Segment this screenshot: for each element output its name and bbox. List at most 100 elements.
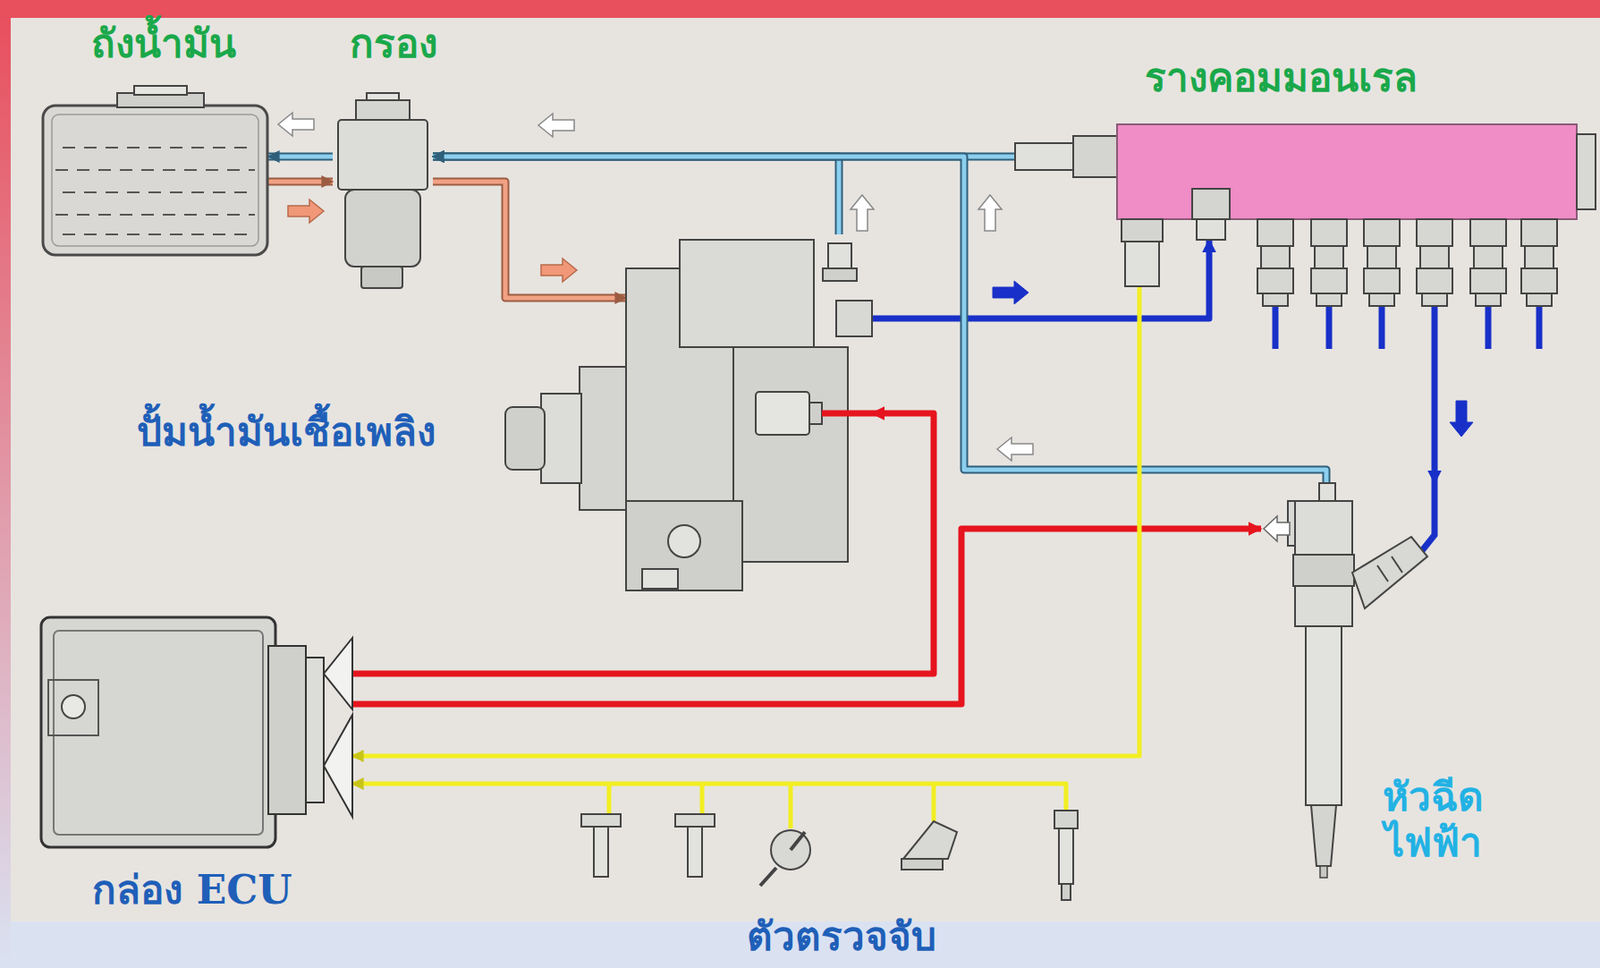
return-flow-arrow — [278, 112, 314, 136]
temp-sensor-tip — [1061, 883, 1071, 900]
ecu-input-connector — [323, 714, 353, 817]
position-sensor-head — [675, 813, 715, 827]
part-label: ปั้มน้ำมันเชื้อเพลิง — [136, 409, 436, 456]
fuel-tank-drawing — [42, 85, 268, 255]
position-sensor-body — [687, 826, 703, 877]
high-pressure-line-core — [871, 239, 1210, 319]
return-flow-arrow — [997, 437, 1033, 461]
part-label: กล่อง ECU — [92, 867, 292, 914]
side-strip — [0, 17, 11, 968]
part-label: รางคอมมอนเรล — [1144, 55, 1418, 102]
return-nut — [822, 268, 857, 281]
rail-pressure-sensor-nut — [1121, 219, 1163, 242]
pump-nut — [642, 568, 678, 589]
part-label: ถังน้ำมัน — [91, 21, 237, 68]
pump-coupling — [505, 406, 545, 470]
pressure-limiter — [1015, 143, 1075, 170]
injector-leak-fitting — [1319, 482, 1336, 501]
signal-wire — [352, 239, 1140, 756]
common-rail: รางคอมมอนเรล — [1015, 122, 1598, 240]
supply-line-outline — [432, 181, 627, 298]
top-bar — [0, 0, 1600, 18]
return-line — [432, 156, 1327, 483]
pump-head — [679, 239, 814, 348]
temp-sensor-body — [1058, 828, 1074, 884]
high-pressure-line — [871, 239, 1210, 319]
filter-head — [338, 119, 428, 190]
injector-holder — [1305, 626, 1342, 805]
supply-line-core — [268, 179, 333, 185]
injector-nozzle — [1311, 804, 1337, 866]
limiter-nut — [1073, 135, 1118, 178]
return-flow-arrow — [850, 194, 874, 231]
supply-flow-arrow — [287, 199, 324, 223]
filter-cap — [355, 100, 410, 120]
high-pressure-flow-arrow — [1449, 400, 1474, 437]
ecu-mount — [48, 679, 99, 736]
rail-outlet — [1311, 219, 1347, 306]
pump-shaft — [541, 393, 582, 483]
pump-flange — [579, 366, 627, 510]
pump-bolt — [668, 524, 701, 558]
ecu-drawing — [41, 617, 353, 847]
return-line-core — [432, 156, 1327, 483]
electric-injector: หัวฉีด ไฟฟ้า — [1261, 482, 1440, 881]
part-label: หัวฉีด ไฟฟ้า — [1356, 774, 1509, 865]
rail-pressure-sensor — [1125, 241, 1160, 287]
return-flow-arrow — [978, 194, 1002, 231]
tank-cap-top — [134, 85, 187, 95]
rail-outlet — [1363, 219, 1400, 306]
fuel-pump: ปั้มน้ำมันเชื้อเพลิง — [626, 234, 872, 595]
common-rail-drawing — [1015, 124, 1596, 349]
return-line-outline — [432, 156, 1327, 483]
rail-inlet-nut — [1192, 188, 1230, 220]
injector-nut — [1293, 554, 1355, 586]
sensors: ตัวตรวจจับ — [536, 800, 1092, 910]
ecu-output-connector — [323, 637, 353, 710]
sensor-wires — [609, 783, 1067, 829]
supply-line — [268, 181, 333, 183]
return-flow-arrow — [538, 113, 575, 137]
speed-sensor-head — [581, 813, 621, 827]
throttle-lever — [760, 831, 805, 886]
high-pressure-flow-arrow — [992, 280, 1029, 305]
ecu-box: กล่อง ECU — [35, 612, 353, 850]
tank-body — [42, 105, 268, 255]
return-line-outline — [432, 156, 839, 235]
ecu-socket — [268, 645, 306, 814]
injection-line-end — [1420, 482, 1435, 553]
fuel-pump-drawing — [505, 239, 872, 591]
fuel-tank: ถังน้ำมัน — [35, 85, 269, 260]
pedal-sensor — [903, 821, 957, 859]
filter-bowl — [345, 189, 421, 267]
supply-line-core — [432, 181, 627, 298]
rail-outlet — [1416, 219, 1453, 306]
part-label: ตัวตรวจจับ — [746, 914, 937, 960]
supply-flow-arrow — [541, 258, 577, 282]
flow-arrows — [278, 112, 1474, 461]
injector-plug — [1263, 516, 1290, 542]
return-line-core — [268, 154, 333, 160]
solenoid-wire — [821, 410, 872, 417]
rail-outlet — [1470, 219, 1507, 306]
return-line — [432, 156, 839, 235]
diagram-panel — [10, 17, 1600, 922]
speed-sensor-body — [593, 826, 609, 877]
ecu-socket-face — [305, 657, 324, 803]
pump-solenoid — [755, 391, 810, 435]
return-line-outline — [268, 152, 333, 161]
injection-line-stubs — [1275, 304, 1540, 349]
rail-body — [1117, 124, 1577, 220]
nozzle-tip — [1320, 865, 1328, 878]
rail-outlet — [1257, 219, 1294, 306]
sensors-drawing — [581, 783, 1078, 900]
injector-inlet — [1352, 536, 1428, 609]
rail-outlets — [1257, 219, 1558, 349]
pump-base — [626, 500, 743, 591]
inlet-thread — [1377, 556, 1403, 582]
tank-inner — [51, 114, 259, 246]
temp-sensor-plug — [1054, 810, 1078, 829]
supply-line — [432, 181, 627, 298]
